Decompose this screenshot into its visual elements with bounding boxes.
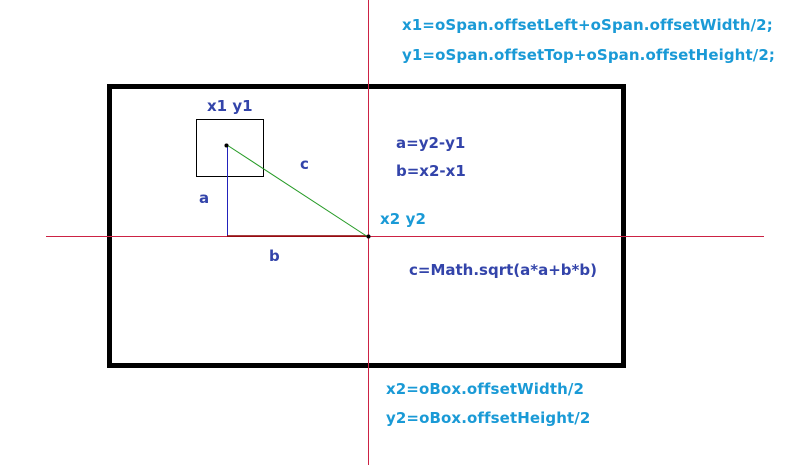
- side-a-label: a: [199, 189, 210, 207]
- a-definition: a=y2-y1: [396, 134, 466, 152]
- point1-marker: [224, 143, 229, 148]
- point1-label: x1 y1: [207, 97, 253, 115]
- span-y-formula: y1=oSpan.offsetTop+oSpan.offsetHeight/2;: [402, 46, 775, 64]
- c-definition: c=Math.sqrt(a*a+b*b): [409, 261, 597, 279]
- span-box: [196, 119, 264, 177]
- point2-marker: [366, 234, 371, 239]
- b-definition: b=x2-x1: [396, 162, 466, 180]
- side-c-label: c: [300, 155, 309, 173]
- outer-box: [107, 84, 626, 368]
- span-x-formula: x1=oSpan.offsetLeft+oSpan.offsetWidth/2;: [402, 16, 773, 34]
- point2-label: x2 y2: [380, 210, 427, 228]
- box-y-formula: y2=oBox.offsetHeight/2: [386, 409, 591, 427]
- side-b-label: b: [269, 247, 280, 265]
- side-c-line: [226, 144, 369, 238]
- box-x-formula: x2=oBox.offsetWidth/2: [386, 380, 585, 398]
